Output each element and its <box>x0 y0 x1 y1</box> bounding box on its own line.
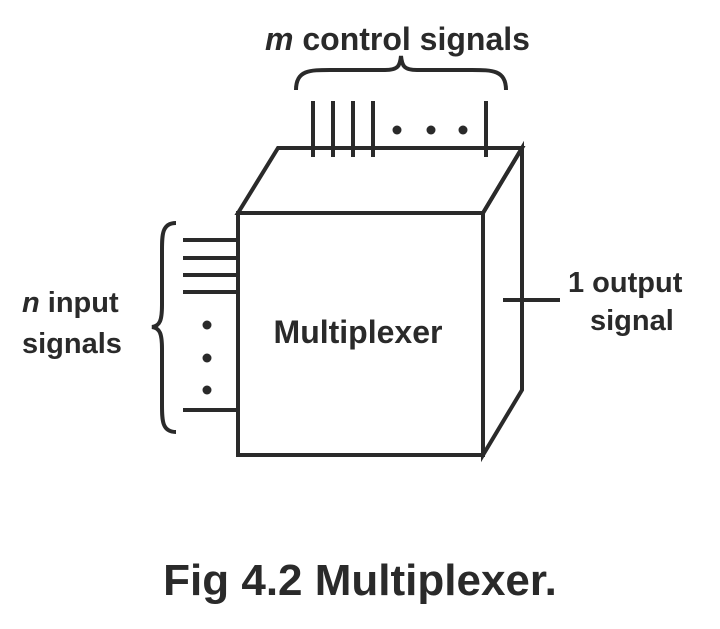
block-label: Multiplexer <box>274 314 443 350</box>
input-brace <box>151 221 177 434</box>
input-signals-label-line2: signals <box>22 328 122 360</box>
ellipsis-dots <box>202 125 468 395</box>
control-signals-label: m control signals <box>265 21 530 57</box>
control-signal-lines <box>311 101 488 157</box>
block-side-face <box>481 140 524 463</box>
output-signal-label-line2: signal <box>590 305 674 337</box>
output-signal-label-line1: 1 output <box>568 267 683 299</box>
input-signal-lines <box>183 238 238 412</box>
control-brace <box>294 55 508 91</box>
block-top-face <box>234 146 526 215</box>
input-signals-label-line1: n input <box>22 287 119 319</box>
figure-caption: Fig 4.2 Multiplexer. <box>163 556 557 605</box>
